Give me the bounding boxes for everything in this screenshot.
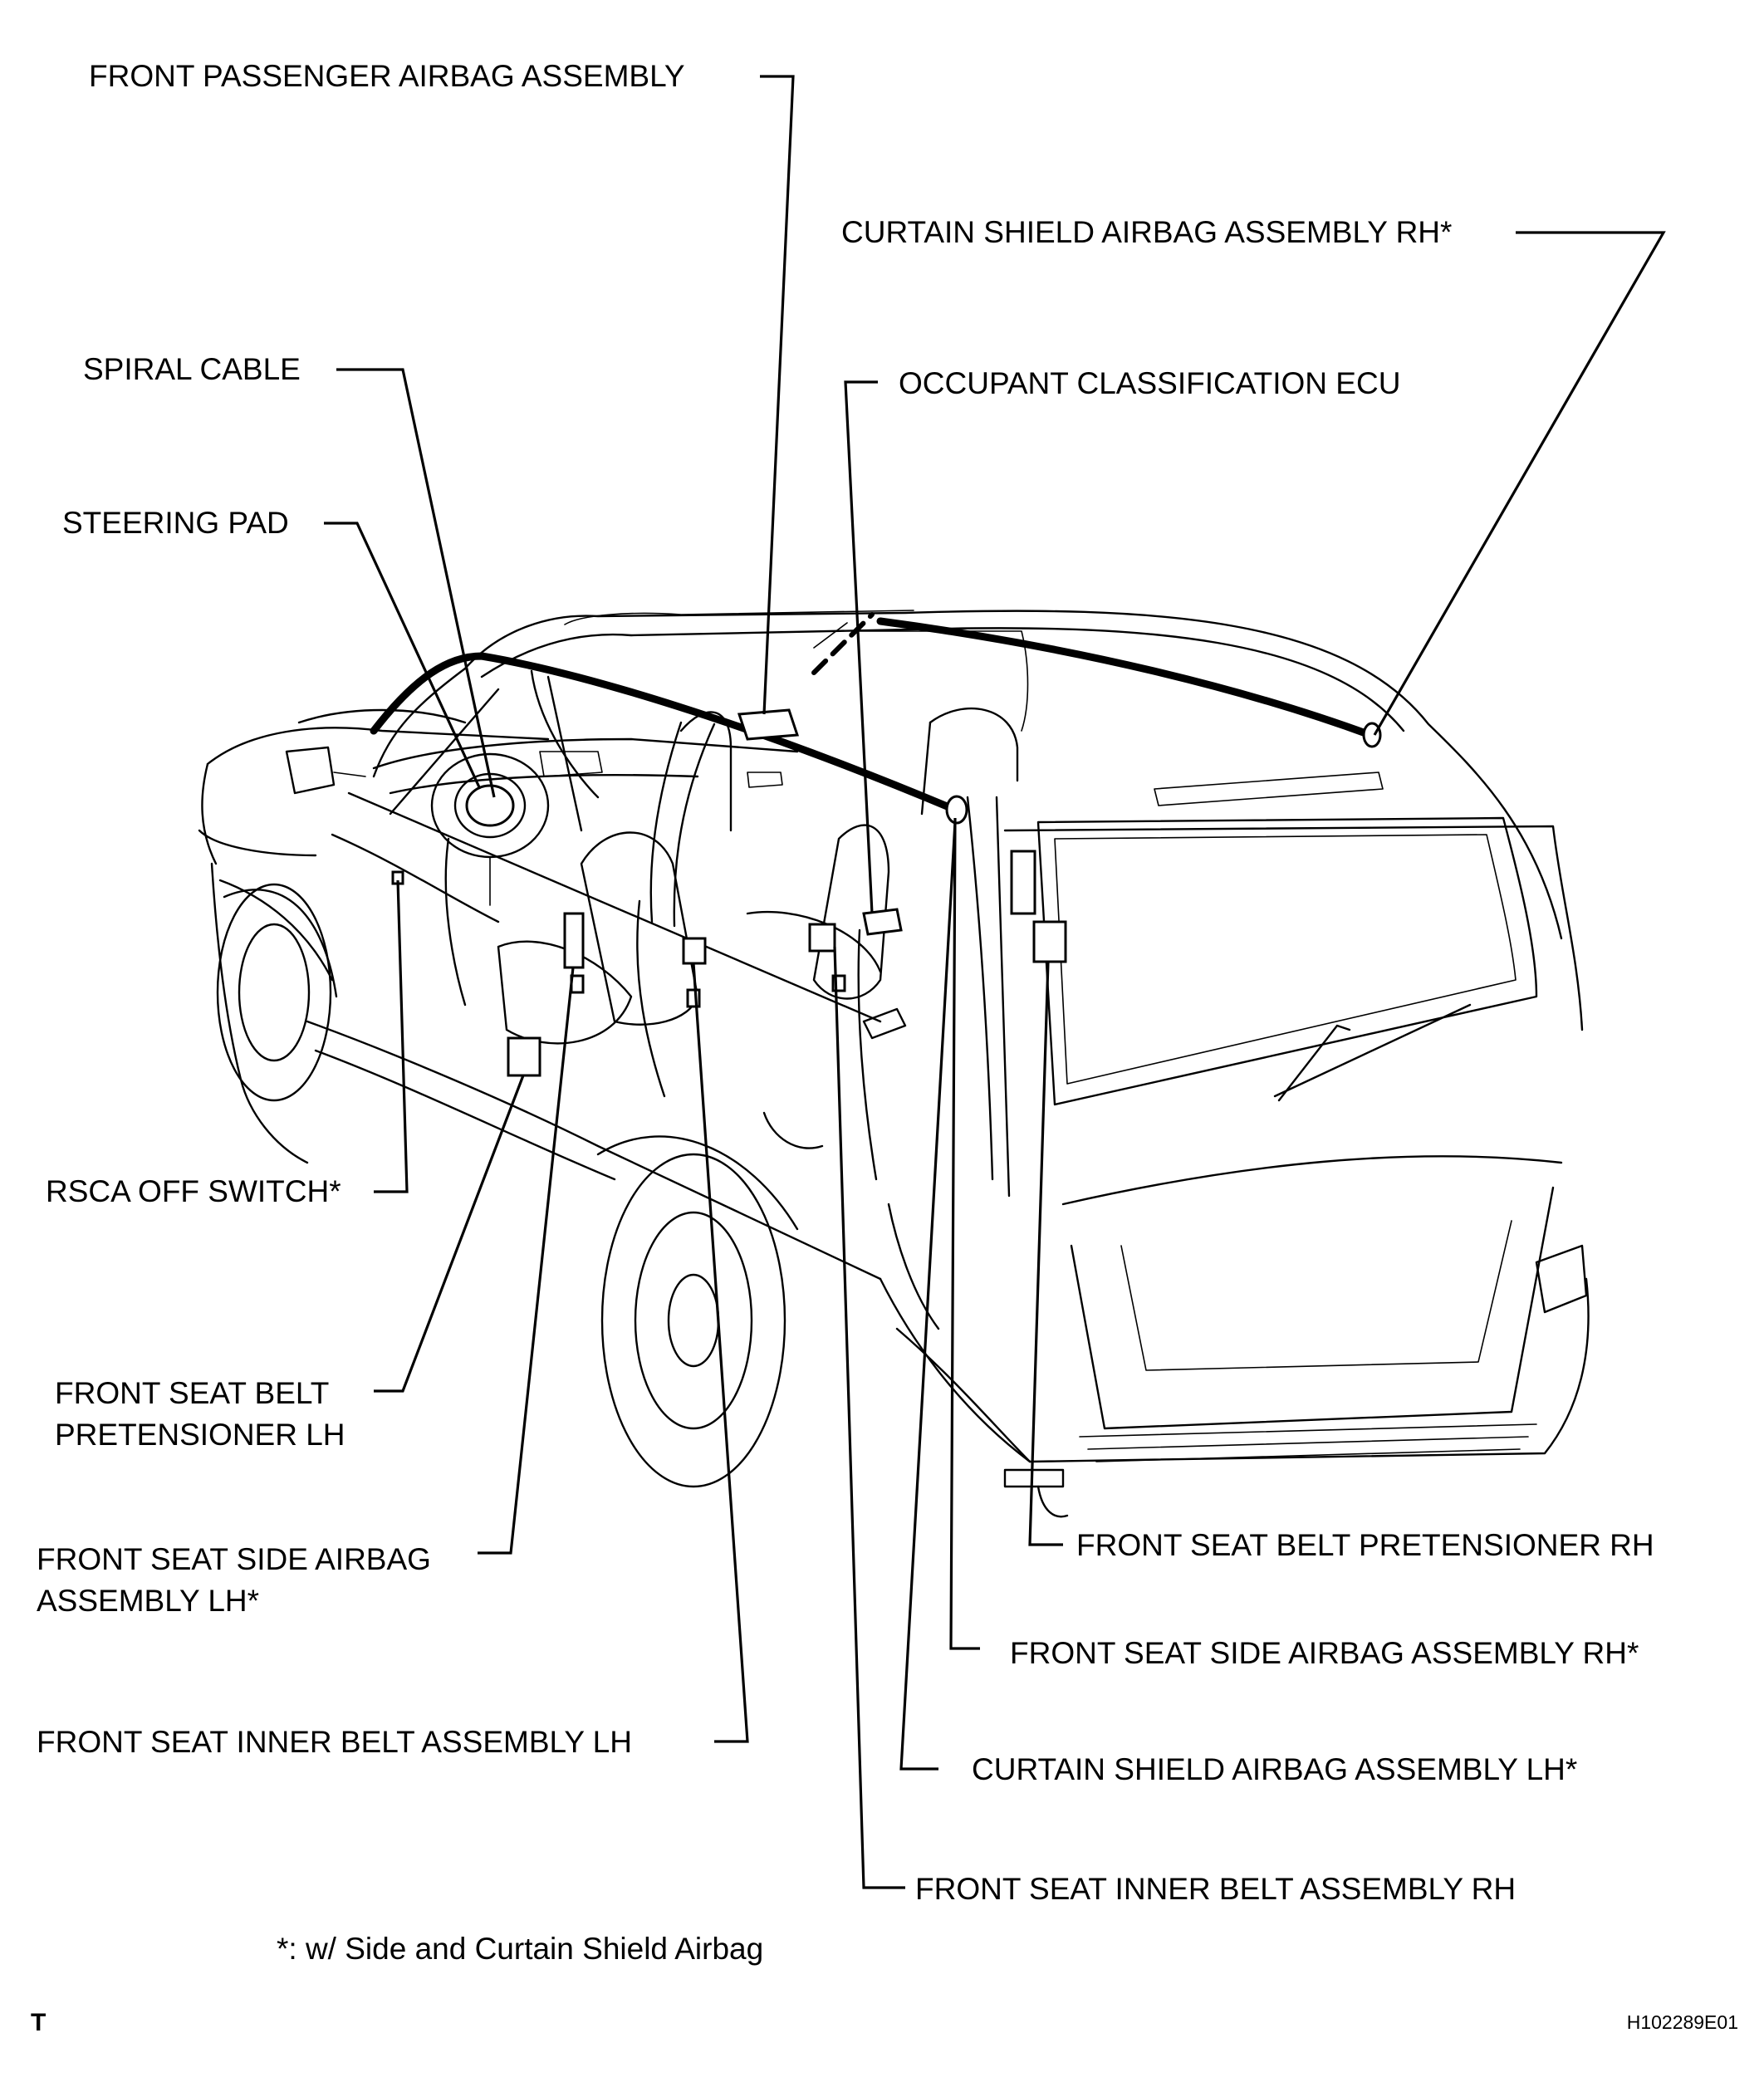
curtain-shield-airbag-rh-rail bbox=[876, 617, 1374, 739]
label-rsca-off-switch: RSCA OFF SWITCH* bbox=[46, 1174, 341, 1208]
front-seat-inner-belt-rh bbox=[808, 923, 836, 953]
front-passenger-airbag bbox=[737, 708, 800, 741]
front-seat-inner-belt-lh bbox=[682, 937, 707, 965]
label-front-seat-side-airbag-lh-line2: ASSEMBLY LH* bbox=[37, 1584, 259, 1618]
curtain-shield-airbag-lh-rail bbox=[370, 652, 959, 814]
occupant-classification-ecu bbox=[862, 908, 903, 936]
label-front-seat-side-airbag-lh-line1: FRONT SEAT SIDE AIRBAG bbox=[37, 1542, 431, 1576]
label-front-seat-side-airbag-rh: FRONT SEAT SIDE AIRBAG ASSEMBLY RH* bbox=[1010, 1636, 1639, 1670]
label-front-seat-inner-belt-rh: FRONT SEAT INNER BELT ASSEMBLY RH bbox=[915, 1872, 1516, 1906]
footnote: *: w/ Side and Curtain Shield Airbag bbox=[277, 1932, 763, 1966]
front-seat-side-airbag-lh bbox=[563, 912, 585, 969]
label-steering-pad: STEERING PAD bbox=[62, 506, 289, 540]
vehicle-illustration bbox=[198, 610, 1590, 1518]
front-seat-side-airbag-rh bbox=[1010, 850, 1036, 915]
label-front-passenger-airbag: FRONT PASSENGER AIRBAG ASSEMBLY bbox=[89, 59, 685, 93]
srs-components bbox=[370, 612, 1382, 1077]
label-front-seat-belt-pretensioner-lh-line1: FRONT SEAT BELT bbox=[55, 1376, 329, 1410]
corner-mark: T bbox=[31, 2009, 46, 2036]
label-spiral-cable: SPIRAL CABLE bbox=[83, 352, 301, 386]
front-seat-belt-pretensioner-rh bbox=[1032, 920, 1067, 963]
callout-labels: FRONT PASSENGER AIRBAG ASSEMBLY CURTAIN … bbox=[37, 59, 1654, 1906]
figure-id: H102289E01 bbox=[1627, 2011, 1738, 2033]
label-front-seat-inner-belt-lh: FRONT SEAT INNER BELT ASSEMBLY LH bbox=[37, 1725, 632, 1759]
label-front-seat-belt-pretensioner-rh: FRONT SEAT BELT PRETENSIONER RH bbox=[1076, 1528, 1654, 1562]
label-occupant-classification-ecu: OCCUPANT CLASSIFICATION ECU bbox=[899, 366, 1400, 400]
steering-pad bbox=[465, 784, 515, 827]
front-seat-belt-pretensioner-lh bbox=[507, 1036, 541, 1077]
label-front-seat-belt-pretensioner-lh-line2: PRETENSIONER LH bbox=[55, 1418, 345, 1452]
leader-lines bbox=[324, 75, 1666, 1889]
label-curtain-shield-airbag-lh: CURTAIN SHIELD AIRBAG ASSEMBLY LH* bbox=[972, 1752, 1577, 1786]
label-curtain-shield-airbag-rh: CURTAIN SHIELD AIRBAG ASSEMBLY RH* bbox=[841, 215, 1452, 249]
